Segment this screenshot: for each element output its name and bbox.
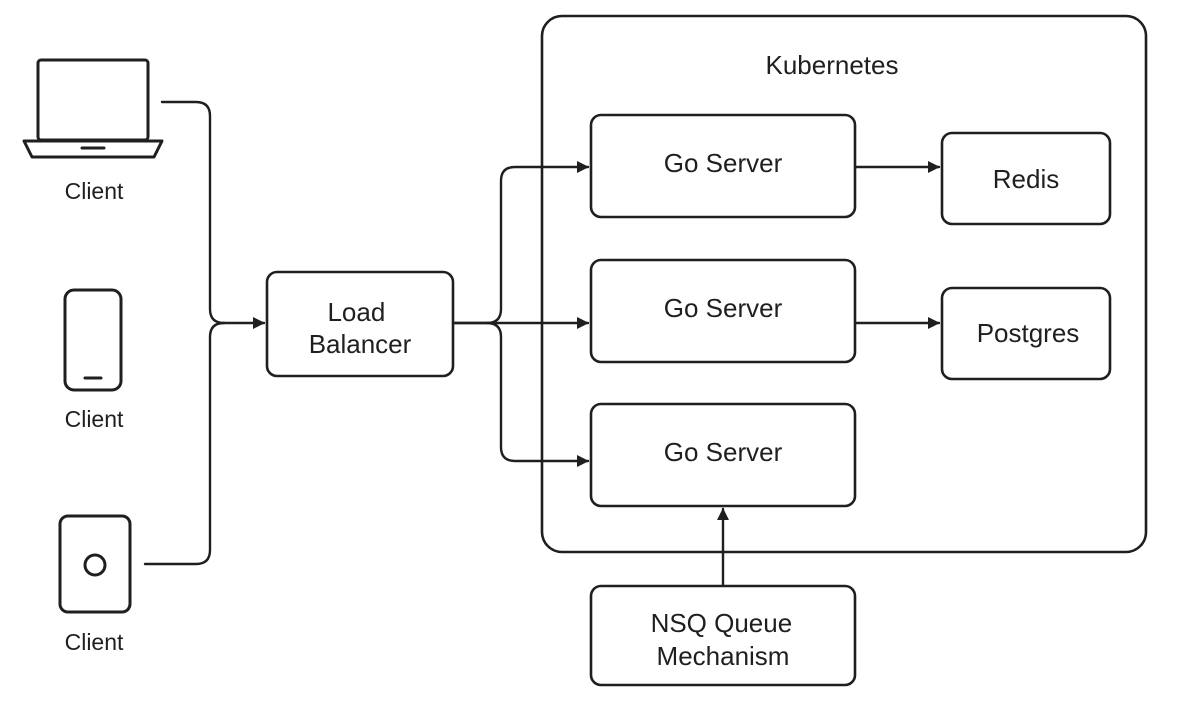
postgres-node: Postgres	[940, 286, 1112, 381]
go-server-label: Go Server	[664, 437, 783, 467]
redis-node: Redis	[940, 131, 1112, 226]
client-label: Client	[65, 406, 124, 432]
go-server-label: Go Server	[664, 293, 783, 323]
laptop-icon	[22, 58, 164, 159]
client-tablet: Client	[58, 514, 132, 655]
kubernetes-label: Kubernetes	[766, 50, 899, 80]
postgres-label: Postgres	[977, 318, 1080, 348]
client-label: Client	[65, 629, 124, 655]
nsq-queue-label-line: NSQ Queue	[651, 608, 793, 638]
connector-client-1	[160, 100, 226, 325]
arrow-to-go-server-3	[485, 321, 590, 467]
postgres-box	[940, 286, 1112, 381]
datastore-connections	[853, 161, 941, 329]
go-server-label: Go Server	[664, 148, 783, 178]
load-balancer-node: Load Balancer	[265, 270, 455, 378]
kubernetes-frame	[540, 14, 1148, 554]
kubernetes-cluster: Kubernetes	[540, 14, 1148, 554]
redis-box	[940, 131, 1112, 226]
client-laptop: Client	[22, 58, 164, 204]
load-balancer-label-line: Load	[327, 297, 385, 327]
load-balancer-label: Load Balancer	[309, 297, 412, 359]
go-server-node-1: Go Server	[589, 113, 857, 219]
phone-icon	[63, 288, 123, 392]
go-server-box	[589, 258, 857, 364]
connector-client-3	[143, 321, 226, 566]
redis-label: Redis	[993, 164, 1059, 194]
nsq-queue-label: NSQ Queue Mechanism	[651, 608, 800, 671]
go-server-node-2: Go Server	[589, 258, 857, 364]
client-phone: Client	[63, 288, 124, 432]
nsq-queue-node: NSQ Queue Mechanism	[589, 584, 857, 687]
balancer-connections	[451, 161, 590, 467]
client-connections	[143, 100, 266, 566]
go-server-box	[589, 402, 857, 508]
go-server-node-3: Go Server	[589, 402, 857, 508]
load-balancer-label-line: Balancer	[309, 329, 412, 359]
arrow-to-go-server-1	[451, 161, 590, 325]
tablet-icon	[58, 514, 132, 614]
nsq-queue-box	[589, 584, 857, 687]
client-label: Client	[65, 178, 124, 204]
nsq-queue-label-line: Mechanism	[657, 641, 790, 671]
